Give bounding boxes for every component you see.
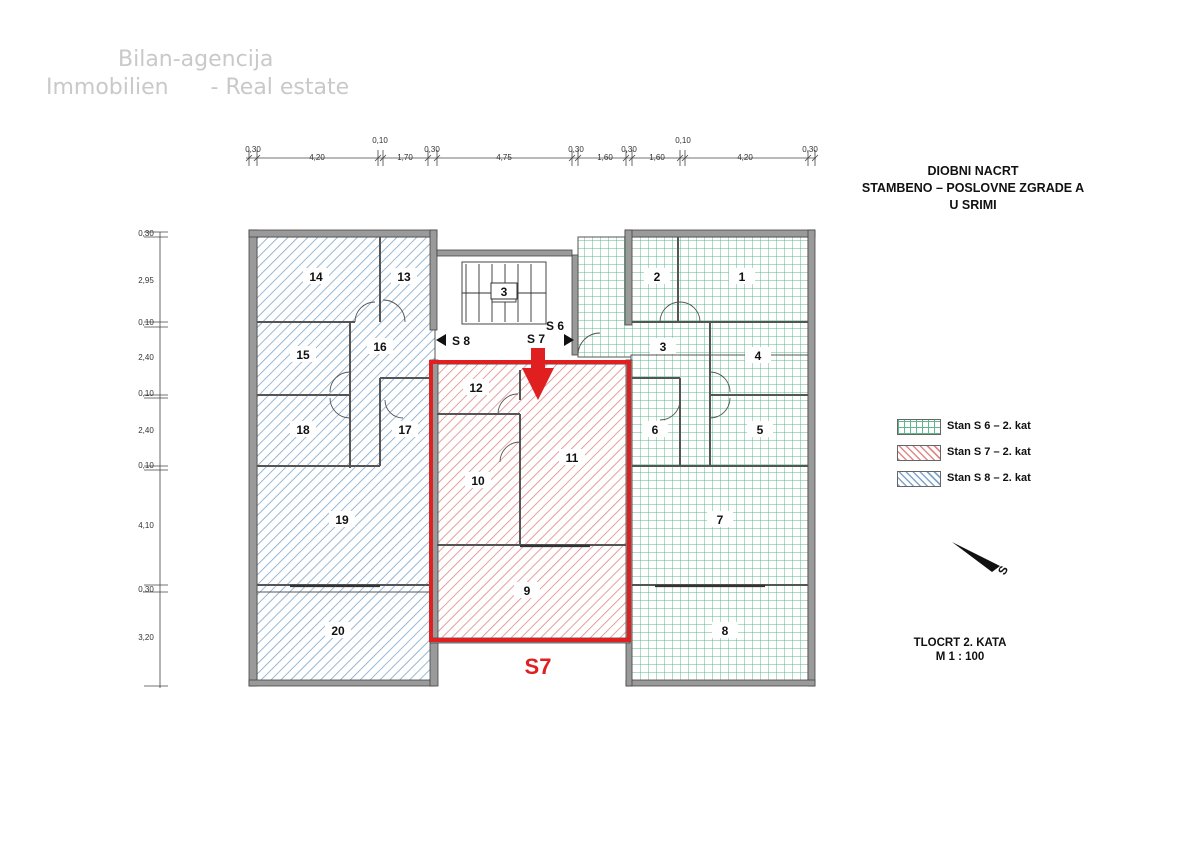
room-label-bg — [707, 511, 733, 527]
dimension-label-left: 0,10 — [138, 389, 154, 398]
room-number-6: 6 — [652, 423, 659, 437]
dimension-line-left — [144, 231, 168, 688]
dimension-label-top: 1,60 — [597, 153, 613, 162]
dimension-label-top: 1,60 — [649, 153, 665, 162]
room-number-3a: 3 — [501, 285, 508, 299]
room-number-16: 16 — [373, 340, 387, 354]
room-label-bg — [745, 347, 771, 363]
plan-title-line2: STAMBENO – POSLOVNE ZGRADE A — [861, 181, 1085, 195]
room-label-bg — [367, 338, 393, 354]
room-number-3b: 3 — [660, 340, 667, 354]
scale-label: M 1 : 100 — [935, 651, 985, 663]
room-number-15: 15 — [296, 348, 310, 362]
legend-swatch-s6 — [897, 419, 941, 435]
room-number-11: 11 — [566, 451, 579, 465]
room-number-9: 9 — [524, 584, 531, 598]
room-number-4: 4 — [755, 349, 762, 363]
s7-entrance-red-arrow — [522, 348, 554, 400]
room-label-bg — [465, 472, 491, 488]
dimension-line-top — [245, 150, 819, 166]
watermark-line1: Bilan-agencija — [118, 47, 274, 72]
room-number-2: 2 — [654, 270, 661, 284]
dimension-label-left: 0,10 — [138, 318, 154, 327]
dimension-label-top: 0,10 — [675, 136, 691, 145]
room-number-18: 18 — [296, 423, 310, 437]
room-label-bg — [644, 268, 670, 284]
dimension-label-top: 4,20 — [737, 153, 753, 162]
dimension-label-left: 2,40 — [138, 426, 154, 435]
room-label-bg — [729, 268, 755, 284]
watermark-line2: Immobilien - Real estate — [46, 75, 350, 100]
room-label-bg — [391, 268, 417, 284]
legend-label-s7: Stan S 7 – 2. kat — [947, 446, 1031, 458]
door-swings — [329, 299, 731, 463]
sliding-doors — [290, 544, 765, 588]
plan-title-line3: U SRIMI — [949, 198, 997, 212]
apartment-s8 — [256, 236, 436, 686]
room-label-bg — [329, 511, 355, 527]
room-number-8: 8 — [722, 624, 729, 638]
dimension-label-top: 4,75 — [496, 153, 512, 162]
room-number-5: 5 — [757, 423, 764, 437]
dimension-label-top: 4,20 — [309, 153, 325, 162]
entrance-s7-label: S 7 — [527, 332, 545, 346]
room-label-bg — [514, 582, 540, 598]
entrance-arrows — [436, 334, 574, 346]
dimension-label-left: 0,30 — [138, 229, 154, 238]
dimension-label-left: 4,10 — [138, 521, 154, 530]
legend-label-s8: Stan S 8 – 2. kat — [947, 472, 1031, 484]
room-number-7: 7 — [717, 513, 724, 527]
legend-label-s6: Stan S 6 – 2. kat — [947, 420, 1031, 432]
plan-title-line1: DIOBNI NACRT — [927, 164, 1019, 178]
north-arrow-label: S — [995, 563, 1011, 577]
legend-swatch-s7 — [897, 445, 941, 461]
room-number-19: 19 — [335, 513, 349, 527]
room-label-bg — [303, 268, 329, 284]
dimension-label-left: 0,10 — [138, 461, 154, 470]
north-arrow-icon — [952, 542, 1000, 572]
dimension-label-top: 1,70 — [397, 153, 413, 162]
dimension-label-top: 0,30 — [802, 145, 818, 154]
room-label-bg — [490, 282, 518, 300]
dimension-label-left: 2,95 — [138, 276, 154, 285]
dimension-label-top: 0,10 — [372, 136, 388, 145]
dimension-label-left: 3,20 — [138, 633, 154, 642]
room-label-bg — [290, 421, 316, 437]
room-label-bg — [290, 346, 316, 362]
room-number-20: 20 — [331, 624, 345, 638]
room-number-13: 13 — [397, 270, 411, 284]
room-label-bg — [650, 338, 676, 354]
room-label-bg — [642, 421, 668, 437]
legend-swatch-s8 — [897, 471, 941, 487]
room-label-bg — [747, 421, 773, 437]
room-number-10: 10 — [471, 474, 485, 488]
entrance-s6-label: S 6 — [546, 319, 564, 333]
floor-name: TLOCRT 2. KATA — [913, 637, 1007, 649]
room-label-bg — [325, 622, 351, 638]
room-label-bg — [463, 379, 489, 395]
dimension-label-top: 0,30 — [245, 145, 261, 154]
dimension-label-top: 0,30 — [424, 145, 440, 154]
dimension-label-top: 0,30 — [621, 145, 637, 154]
entrance-s6-arrow — [564, 334, 574, 346]
staircase — [461, 261, 547, 325]
room-label-bg — [712, 622, 738, 638]
entrance-s8-label: S 8 — [452, 334, 470, 348]
room-number-1: 1 — [739, 270, 746, 284]
floor-scale: TLOCRT 2. KATA M 1 : 100 — [905, 636, 1015, 664]
plan-title: DIOBNI NACRT STAMBENO – POSLOVNE ZGRADE … — [858, 163, 1088, 214]
room-number-12: 12 — [469, 381, 483, 395]
dimension-label-left: 2,40 — [138, 353, 154, 362]
room-label-bg — [392, 421, 418, 437]
room-label-bg — [559, 449, 585, 465]
s7-big-label: S7 — [524, 654, 552, 679]
dimension-label-top: 0,30 — [568, 145, 584, 154]
room-number-14: 14 — [309, 270, 323, 284]
room-number-17: 17 — [398, 423, 412, 437]
s7-highlight-outline — [429, 360, 631, 642]
dimension-label-left: 0,30 — [138, 585, 154, 594]
entrance-s8-arrow — [436, 334, 446, 346]
